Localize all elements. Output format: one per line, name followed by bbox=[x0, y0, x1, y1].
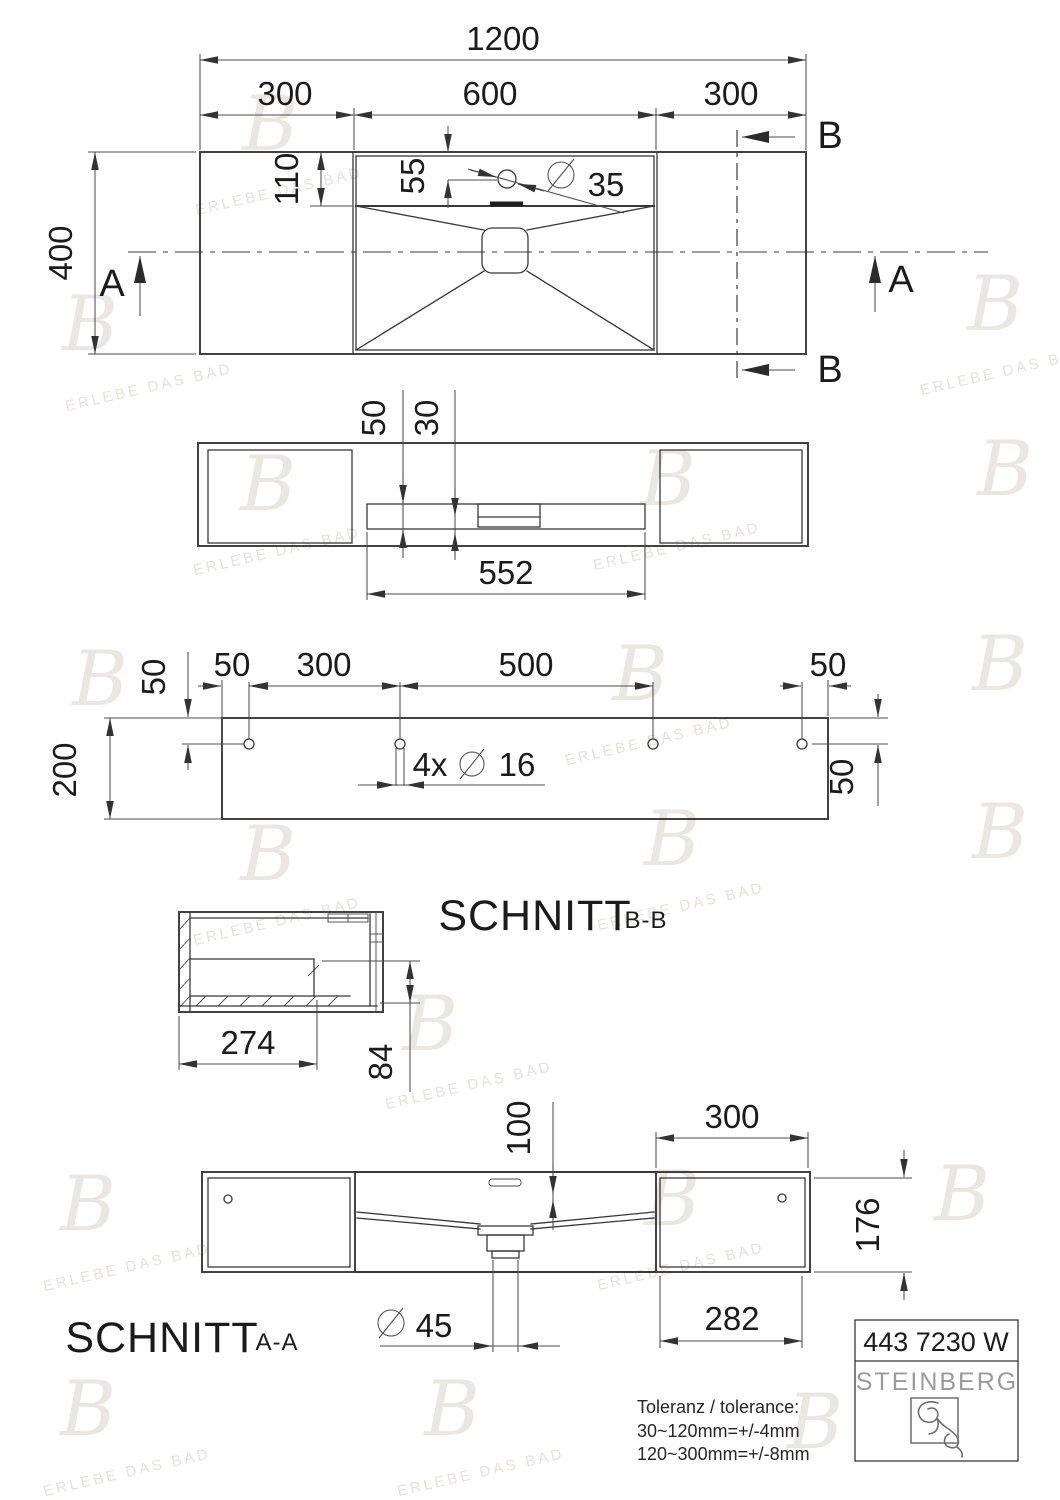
dim-opening-height: 84 bbox=[362, 1044, 399, 1081]
svg-text:B: B bbox=[642, 794, 700, 883]
brand-logo-icon bbox=[910, 1397, 964, 1458]
dim-hole-right-top: 50 bbox=[823, 759, 860, 796]
diameter-icon bbox=[377, 1307, 405, 1339]
dim-basin-width: 600 bbox=[462, 75, 517, 112]
svg-text:B: B bbox=[638, 434, 696, 523]
front-outline bbox=[197, 442, 809, 547]
svg-text:B: B bbox=[970, 787, 1028, 876]
rear-outline bbox=[221, 717, 829, 820]
aa-right-hole bbox=[777, 1193, 787, 1203]
svg-text:B: B bbox=[238, 809, 296, 898]
svg-text:B: B bbox=[70, 634, 128, 723]
front-view: 50 30 552 bbox=[197, 390, 809, 600]
section-bb-label: B-B bbox=[624, 907, 667, 934]
section-a-label-left: A bbox=[99, 263, 125, 305]
dim-inner-width: 282 bbox=[704, 1300, 759, 1337]
aa-left-box bbox=[201, 1171, 356, 1273]
brand-name: STEINBERG bbox=[856, 1368, 1018, 1396]
dim-basin-depth: 100 bbox=[500, 1100, 537, 1155]
top-view: 1200 300 600 300 400 110 55 35 bbox=[42, 20, 988, 391]
dim-hole-top-offset: 50 bbox=[135, 659, 172, 696]
title-block: 443 7230 W STEINBERG bbox=[854, 1319, 1019, 1462]
dim-drain-diameter: 45 bbox=[416, 1307, 453, 1344]
svg-text:ERLEBE DAS BAD: ERLEBE DAS BAD bbox=[192, 524, 363, 579]
section-aa-view: 100 300 176 282 45 SCHNITT A-A bbox=[65, 1098, 912, 1362]
tolerance-line-3: 120~300mm=+/-8mm bbox=[637, 1444, 810, 1464]
aa-drain-flange bbox=[477, 1225, 534, 1236]
rear-view: 200 50 300 500 50 50 50 4x bbox=[46, 646, 888, 820]
dim-drain-height: 30 bbox=[408, 400, 445, 437]
svg-text:ERLEBE DAS BAD: ERLEBE DAS BAD bbox=[42, 1240, 213, 1295]
svg-text:B: B bbox=[785, 1377, 843, 1466]
svg-text:B: B bbox=[642, 1154, 700, 1243]
tolerance-line-1: Toleranz / tolerance: bbox=[637, 1397, 799, 1417]
drain-square bbox=[481, 227, 529, 274]
dim-hole-diameter: 16 bbox=[499, 746, 536, 783]
svg-text:B: B bbox=[58, 1364, 116, 1453]
dim-faucet-diameter: 35 bbox=[588, 166, 625, 203]
mounting-hole bbox=[243, 738, 255, 750]
front-left-niche bbox=[207, 449, 353, 544]
part-number: 443 7230 W bbox=[863, 1327, 1009, 1357]
aa-drain-body bbox=[486, 1234, 525, 1252]
svg-text:B: B bbox=[60, 279, 118, 368]
aa-right-box bbox=[655, 1171, 811, 1273]
svg-text:ERLEBE DAS BAD: ERLEBE DAS BAD bbox=[42, 1445, 213, 1500]
faucet-hole bbox=[497, 169, 517, 189]
svg-text:B: B bbox=[422, 1364, 480, 1453]
section-aa-label: A-A bbox=[255, 1329, 298, 1356]
dim-hole-pitch-1: 300 bbox=[296, 646, 351, 683]
svg-text:B: B bbox=[400, 979, 458, 1068]
basin-cutout bbox=[355, 155, 655, 351]
bb-outline bbox=[178, 911, 384, 1013]
hole-count-prefix: 4x bbox=[413, 746, 448, 783]
svg-text:B: B bbox=[932, 1149, 990, 1238]
section-a-label-right: A bbox=[888, 259, 914, 301]
dim-left-section: 300 bbox=[257, 75, 312, 112]
dim-body-height: 176 bbox=[849, 1197, 886, 1252]
tolerance-line-2: 30~120mm=+/-4mm bbox=[637, 1421, 800, 1441]
dim-hole-edge-offset: 50 bbox=[214, 646, 251, 683]
aa-left-hole bbox=[223, 1194, 233, 1204]
svg-text:B: B bbox=[965, 259, 1023, 348]
svg-text:ERLEBE DAS BAD: ERLEBE DAS BAD bbox=[396, 1445, 567, 1500]
dim-right-section: 300 bbox=[703, 75, 758, 112]
dim-side-width: 300 bbox=[704, 1098, 759, 1135]
svg-text:B: B bbox=[970, 619, 1028, 708]
section-bb-title: SCHNITT bbox=[438, 892, 631, 940]
diameter-icon bbox=[547, 158, 575, 192]
diameter-icon bbox=[459, 748, 485, 780]
dim-faucet-offset: 55 bbox=[394, 158, 431, 195]
dim-rim-offset: 110 bbox=[268, 153, 305, 206]
section-aa-title: SCHNITT bbox=[65, 1314, 258, 1362]
front-drain-box bbox=[477, 503, 541, 528]
aa-overflow-slot bbox=[488, 1178, 522, 1187]
watermark-monogram: B bbox=[240, 79, 298, 168]
dim-rear-height: 200 bbox=[46, 742, 83, 797]
dim-hole-right-edge: 50 bbox=[810, 646, 847, 683]
dim-total-width: 1200 bbox=[466, 20, 539, 57]
worktop-outline bbox=[199, 151, 807, 355]
section-b-label-top: B bbox=[817, 115, 842, 157]
mounting-hole bbox=[394, 738, 406, 750]
dim-hole-pitch-2: 500 bbox=[498, 646, 553, 683]
svg-text:B: B bbox=[238, 439, 296, 528]
dim-skirt-height: 50 bbox=[355, 400, 392, 437]
svg-text:B: B bbox=[975, 424, 1033, 513]
svg-text:ERLEBE DAS BAD: ERLEBE DAS BAD bbox=[64, 360, 235, 415]
svg-text:B: B bbox=[610, 629, 668, 718]
tolerance-note: Toleranz / tolerance: 30~120mm=+/-4mm 12… bbox=[637, 1397, 810, 1464]
svg-text:ERLEBE DAS BAD: ERLEBE DAS BAD bbox=[919, 344, 1060, 399]
section-bb-view: 274 84 SCHNITT B-B bbox=[178, 892, 667, 1092]
mounting-hole bbox=[796, 738, 808, 750]
section-b-label-bottom: B bbox=[817, 349, 842, 391]
dim-skirt-width: 552 bbox=[478, 554, 533, 591]
aa-drain-lip bbox=[491, 1250, 520, 1259]
svg-text:B: B bbox=[58, 1159, 116, 1248]
dim-depth: 400 bbox=[42, 225, 79, 280]
front-right-niche bbox=[659, 449, 803, 544]
dim-shelf-depth: 274 bbox=[220, 1024, 275, 1061]
